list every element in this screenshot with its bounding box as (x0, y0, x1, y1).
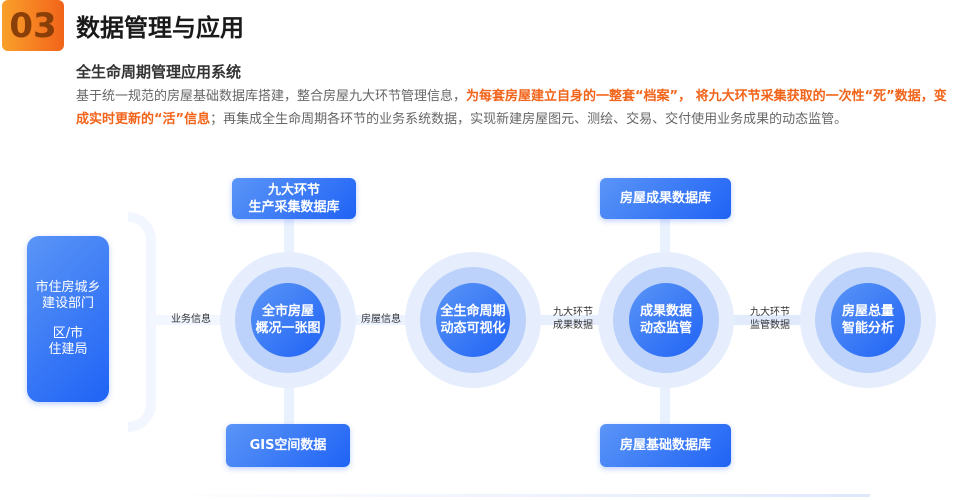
link-label-business: 业务信息 (171, 314, 211, 325)
desc-part2: ；再集成全生命周期各环节的业务系统数据，实现新建房屋图元、测绘、交易、交付使用业… (210, 112, 848, 127)
section-number: 03 (2, 0, 64, 51)
box-label: 房屋成果数据库 (619, 191, 711, 206)
circle-label: 全市房屋 (261, 304, 314, 319)
box-label: 生产采集数据库 (248, 199, 340, 215)
left-line1: 市住房城乡 (35, 280, 101, 295)
bottom-line (140, 494, 870, 497)
left-department-box: 市住房城乡 建设部门 区/市 住建局 (27, 236, 109, 402)
circle-label: 成果数据 (639, 304, 692, 319)
base-db-box: 房屋基础数据库 (600, 424, 731, 467)
desc-highlight: 为每套房屋建立自身的一整套“档案”， 将九大环节采集获取的一次性“死”数据，变成… (76, 89, 947, 127)
link-label-house: 房屋信息 (361, 314, 401, 325)
circle-label: 房屋总量 (841, 304, 894, 319)
page-title: 数据管理与应用 (76, 14, 244, 42)
circle-label: 动态可视化 (440, 321, 506, 336)
circle-node-4: 房屋总量智能分析 (800, 252, 936, 388)
desc-part1: 基于统一规范的房屋基础数据库搭建，整合房屋九大环节管理信息， (76, 89, 467, 104)
circle-node-1: 全市房屋概况一张图 (220, 252, 356, 388)
link-label-supervision: 九大环节监管数据 (750, 307, 790, 331)
link-label-results: 九大环节成果数据 (553, 307, 593, 331)
circle-label: 动态监管 (639, 321, 692, 336)
description: 基于统一规范的房屋基础数据库搭建，整合房屋九大环节管理信息，为每套房屋建立自身的… (76, 85, 956, 131)
circle-node-3: 成果数据动态监管 (598, 252, 734, 388)
circle-label: 全生命周期 (440, 304, 506, 319)
circle-label: 概况一张图 (255, 321, 321, 336)
left-line3: 区/市 (52, 326, 84, 341)
box-label: 房屋基础数据库 (619, 438, 711, 453)
subtitle: 全生命周期管理应用系统 (76, 63, 242, 81)
left-line4: 住建局 (48, 342, 88, 357)
box-label: 九大环节 (267, 182, 320, 198)
result-db-box: 房屋成果数据库 (600, 178, 731, 219)
gis-data-box: GIS空间数据 (226, 424, 350, 467)
circle-label: 智能分析 (841, 321, 894, 336)
box-label: GIS空间数据 (249, 438, 327, 453)
left-line2: 建设部门 (41, 296, 94, 311)
circle-node-2: 全生命周期动态可视化 (405, 252, 541, 388)
collection-db-box: 九大环节生产采集数据库 (232, 178, 356, 219)
